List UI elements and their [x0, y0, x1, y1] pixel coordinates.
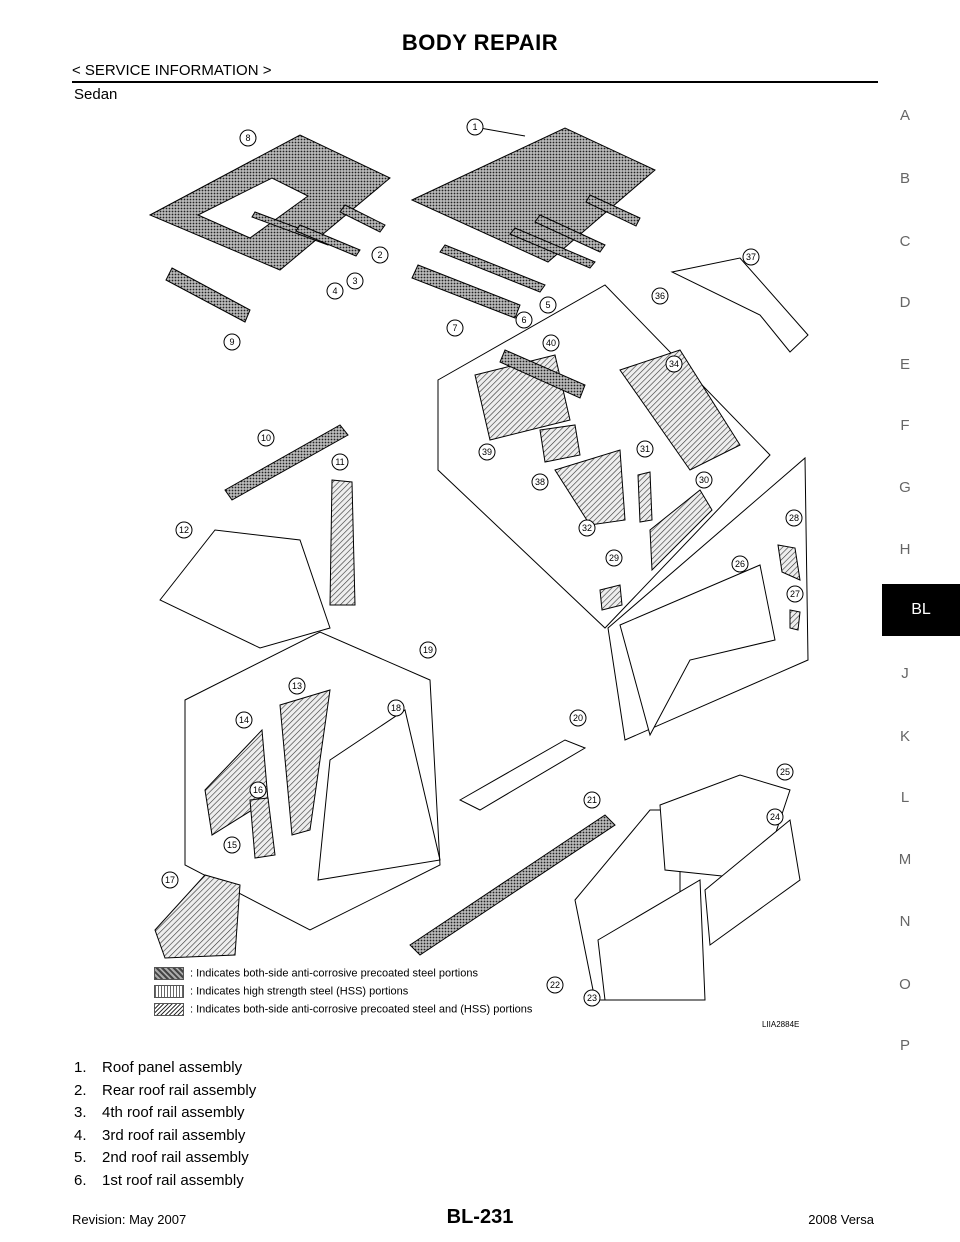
- svg-text:32: 32: [582, 523, 592, 533]
- index-tab-m[interactable]: M: [898, 851, 912, 868]
- svg-text:23: 23: [587, 993, 597, 1003]
- index-tab-c[interactable]: C: [899, 233, 911, 250]
- precoated-hss-swatch: [154, 1003, 184, 1016]
- index-tab-g[interactable]: G: [899, 479, 911, 496]
- figure-id: LIIA2884E: [762, 1020, 800, 1029]
- roof-panel: [410, 127, 656, 263]
- svg-text:4: 4: [332, 286, 337, 296]
- svg-text:9: 9: [229, 337, 234, 347]
- index-tab-bl[interactable]: BL: [882, 584, 960, 636]
- svg-text:28: 28: [789, 513, 799, 523]
- svg-text:13: 13: [292, 681, 302, 691]
- index-tab-o[interactable]: O: [899, 976, 911, 993]
- svg-text:1: 1: [472, 122, 477, 132]
- footer-page-number: BL-231: [446, 1206, 514, 1228]
- index-tab-d[interactable]: D: [899, 294, 911, 311]
- svg-text:34: 34: [669, 359, 679, 369]
- svg-text:6: 6: [521, 315, 526, 325]
- index-tab-p[interactable]: P: [899, 1037, 910, 1054]
- svg-text:21: 21: [587, 795, 597, 805]
- svg-text:26: 26: [735, 559, 745, 569]
- page-title: BODY REPAIR: [401, 30, 559, 55]
- svg-text:31: 31: [640, 444, 650, 454]
- svg-text:5: 5: [545, 300, 550, 310]
- front-fender: [154, 874, 241, 959]
- footer-model: 2008 Versa: [808, 1212, 874, 1227]
- list-item: 6.1st roof rail assembly: [74, 1171, 244, 1189]
- index-tab-e[interactable]: E: [899, 356, 910, 373]
- parts-list: 1.Roof panel assembly 2.Rear roof rail a…: [74, 1057, 256, 1193]
- roof-panel-sunroof: [148, 134, 391, 271]
- hss-swatch: [154, 985, 184, 998]
- svg-text:11: 11: [335, 457, 344, 467]
- svg-text:17: 17: [165, 875, 175, 885]
- svg-text:20: 20: [573, 713, 583, 723]
- index-tab-j[interactable]: J: [901, 665, 909, 682]
- svg-text:2: 2: [377, 250, 382, 260]
- svg-text:14: 14: [239, 715, 249, 725]
- index-tab-b[interactable]: B: [899, 170, 910, 187]
- svg-text:38: 38: [535, 477, 545, 487]
- svg-text:29: 29: [609, 553, 619, 563]
- list-item: 5.2nd roof rail assembly: [74, 1149, 249, 1167]
- svg-text:36: 36: [655, 291, 665, 301]
- body-parts-diagram: 1 2 3 4 5 6 7 8 9 10 11 12 13 14 15 16 1…: [148, 118, 809, 1007]
- svg-text:40: 40: [546, 338, 556, 348]
- rear-parts-panel: [437, 284, 771, 629]
- index-tab-k[interactable]: K: [899, 728, 910, 745]
- roof-rails: [165, 194, 641, 323]
- svg-text:24: 24: [770, 812, 780, 822]
- header-divider: [72, 81, 878, 83]
- svg-text:16: 16: [253, 785, 263, 795]
- sill-panels: [409, 739, 616, 956]
- svg-text:37: 37: [746, 252, 756, 262]
- svg-text:25: 25: [780, 767, 790, 777]
- svg-text:15: 15: [227, 840, 237, 850]
- diagram-callouts: 1 2 3 4 5 6 7 8 9 10 11 12 13 14 15 16 1…: [161, 118, 804, 1007]
- list-item: 3.4th roof rail assembly: [74, 1104, 245, 1122]
- index-tab-f[interactable]: F: [900, 417, 910, 434]
- index-tab-a[interactable]: A: [899, 107, 910, 124]
- body-side-panel: [184, 631, 441, 931]
- subsection-label: Sedan: [74, 86, 118, 103]
- list-item: 1.Roof panel assembly: [74, 1059, 243, 1076]
- svg-text:10: 10: [261, 433, 271, 443]
- legend-precoated: : Indicates both-side anti-corrosive pre…: [154, 967, 478, 980]
- section-breadcrumb: < SERVICE INFORMATION >: [72, 62, 272, 79]
- legend-precoated-hss: : Indicates both-side anti-corrosive pre…: [154, 1003, 532, 1016]
- doors: [574, 774, 801, 1001]
- svg-text:7: 7: [452, 323, 457, 333]
- index-tab-h[interactable]: H: [899, 541, 911, 558]
- precoated-swatch: [154, 967, 184, 980]
- trunk-lid-spoiler: [670, 257, 809, 353]
- svg-text:30: 30: [699, 475, 709, 485]
- svg-text:22: 22: [550, 980, 560, 990]
- list-item: 4.3rd roof rail assembly: [74, 1126, 246, 1144]
- svg-text:39: 39: [482, 447, 492, 457]
- index-tab-n[interactable]: N: [899, 913, 911, 930]
- svg-text:12: 12: [179, 525, 189, 535]
- svg-text:3: 3: [352, 276, 357, 286]
- svg-text:18: 18: [391, 703, 401, 713]
- index-tab-l[interactable]: L: [900, 789, 910, 806]
- hood-and-cowl: [159, 424, 356, 649]
- svg-text:8: 8: [245, 133, 250, 143]
- footer-revision: Revision: May 2007: [72, 1212, 187, 1227]
- rear-fender-panel: [607, 456, 809, 741]
- svg-text:27: 27: [790, 589, 800, 599]
- svg-text:19: 19: [423, 645, 433, 655]
- list-item: 2.Rear roof rail assembly: [74, 1081, 257, 1099]
- legend-hss: : Indicates high strength steel (HSS) po…: [154, 985, 408, 998]
